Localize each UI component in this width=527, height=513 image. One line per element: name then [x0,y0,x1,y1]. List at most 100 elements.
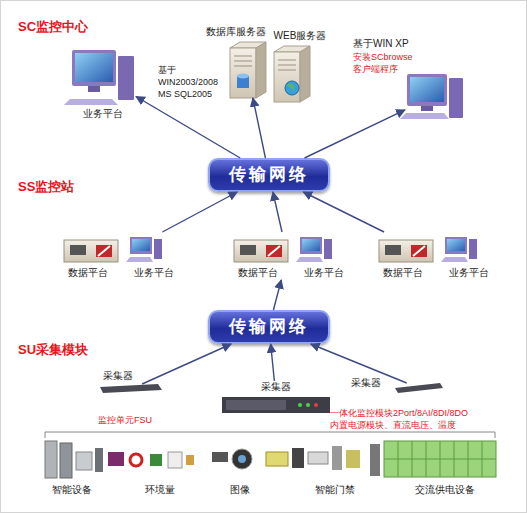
rack-logo-mark [98,246,110,256]
node-label: 业务平台 [449,267,489,279]
collector-device [395,383,443,393]
node-label: 业务平台 [134,267,174,279]
section-title: SS监控站 [18,181,74,193]
station-icons [234,237,332,262]
node-label: 数据平台 [383,267,423,279]
keyboard [64,99,118,105]
arrow-connector [271,344,275,381]
led [314,403,318,407]
node-label: 传输网络 [210,160,328,190]
monitor [445,237,467,254]
monitor [407,74,447,106]
cabinet [45,441,57,478]
tower [154,239,162,259]
db-server-icon [230,42,266,98]
reader [332,446,342,470]
arrow-connector [303,192,384,232]
rack-panel [385,245,401,255]
stand [88,86,100,92]
arrow-connector [253,98,266,158]
server-node: WEB服务器 [272,46,312,102]
led [306,403,310,407]
arrow-connector [136,96,240,158]
screen [302,239,320,251]
keyboard [400,113,449,119]
server-node: 数据库服务器 [228,42,266,98]
monitor [300,237,322,254]
module-note: 一体化监控模块2Port/8AI/8DI/8DO [330,407,468,419]
screen [132,239,150,251]
led [298,403,302,407]
sensor [168,452,182,468]
rack [64,240,118,262]
tower [118,56,134,100]
globe-land [287,84,297,92]
monitor [72,50,116,86]
camera-lens [238,455,246,463]
collector-node: 采集器 [395,383,443,393]
field-devices [45,441,496,478]
stand [421,106,433,111]
station-node: 数据平台 业务平台 [375,232,490,280]
server-side [256,42,266,98]
power-cabinet-grid [384,441,496,477]
rack-logo-mark [413,246,425,256]
db-symbol-top [237,74,249,79]
node-label: 采集器 [103,370,133,382]
station-icons [64,237,162,262]
server-front [230,48,256,98]
node-label: 业务平台 [83,108,123,120]
device-label: 交流供电设备 [415,484,475,496]
arrow-connector [142,344,231,384]
web-server-icon [274,46,310,102]
sensor [150,454,162,466]
node-label: 基于WIN XP [353,38,409,50]
server-slots [234,56,252,66]
client-pc-icon [400,74,463,119]
network-box: 传输网络 [208,158,330,192]
rack [379,240,433,262]
cabinet [60,443,72,478]
device [95,448,103,472]
section-title: SC监控中心 [18,21,88,33]
screen [75,53,113,82]
node-label: 采集器 [351,377,381,389]
station-node: 数据平台业务平台 [230,232,345,280]
keypad [292,448,304,468]
pc-node: 业务平台 [70,48,136,106]
rack-logo-mark [268,246,280,256]
lock [308,452,328,464]
arrow-connector [273,192,282,232]
node-label: WEB服务器 [274,30,327,42]
tower [324,239,332,259]
sensor [186,455,194,465]
collector-device [100,384,162,393]
collector-node: 采集器 [222,381,330,414]
unit-note: 监控单元FSU [98,414,152,426]
node-label: 传输网络 [210,312,328,342]
tower [449,78,463,118]
rack-panel [70,245,86,255]
arrow-connector [305,110,405,158]
power-cabinet [384,441,496,477]
screen [447,239,465,251]
pc-node: 基于WIN XP安装SCbrowse 客户端程序 [405,72,463,120]
node-label: 采集器 [261,381,291,393]
sensor [108,452,124,466]
node-label: 安装SCbrowse 客户端程序 [353,51,417,75]
camera [232,449,252,469]
sc-pc-icon [64,50,134,105]
bracket [45,432,495,438]
server-front [274,52,300,102]
keyboard [126,257,153,262]
reader [346,450,360,468]
collector-device [222,397,330,413]
arrow-connector [162,192,237,232]
rack-panel [240,245,256,255]
collector-body [222,397,330,413]
keyboard [441,257,468,262]
device-label: 图像 [230,484,250,496]
arrow-connector [311,344,407,383]
